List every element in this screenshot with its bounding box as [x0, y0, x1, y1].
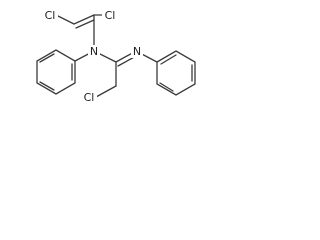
bond-ch2-cl: [95, 85, 117, 98]
chemical-structure-diagram: Cl Cl N N Cl: [36, 9, 196, 104]
bond-cl-vinyl-ch: [55, 14, 75, 25]
bond-vinyl-double-a: [73, 14, 95, 25]
chlorine-label-top-left: Cl: [45, 9, 56, 22]
bond-vinyl-double-b: [75, 19, 95, 29]
phenyl-ring-left: [36, 49, 76, 95]
chlorine-label-top-right: Cl: [105, 9, 116, 22]
phenyl-ring-right: [156, 50, 196, 96]
amine-nitrogen-label: N: [90, 45, 98, 58]
chlorine-label-bottom: Cl: [84, 91, 95, 104]
imine-nitrogen-label: N: [133, 45, 141, 58]
